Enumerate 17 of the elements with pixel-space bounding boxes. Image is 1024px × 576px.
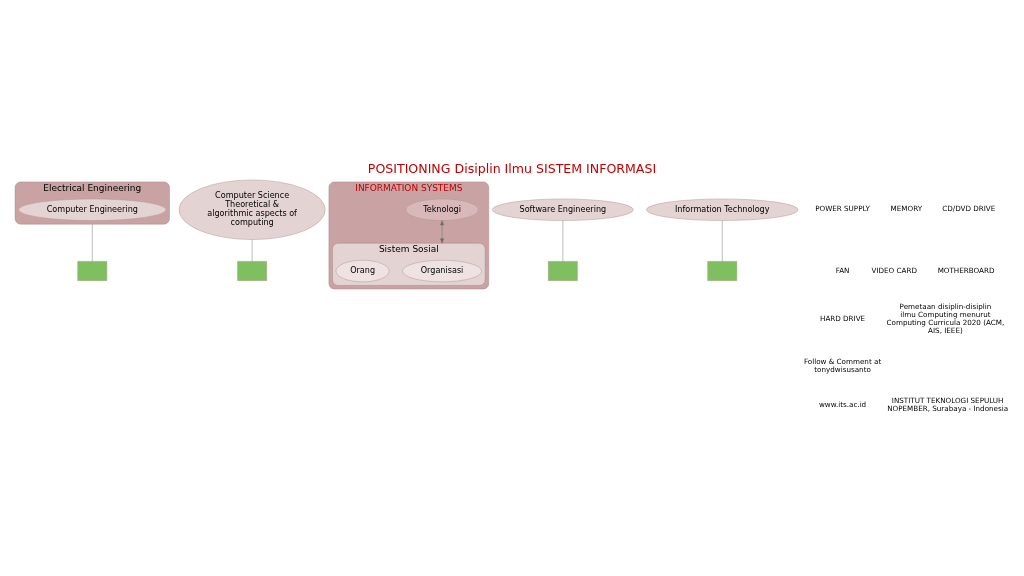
node-box — [237, 261, 267, 281]
node-box — [548, 261, 578, 281]
node-ellipse: Information Technology — [646, 198, 799, 221]
node-box — [707, 261, 738, 281]
connector — [562, 220, 564, 262]
arrow — [440, 220, 444, 244]
node-ellipse: Teknologi — [405, 198, 479, 221]
node-box — [77, 261, 108, 281]
connector — [251, 239, 253, 262]
node-ellipse: Software Engineering — [492, 198, 634, 221]
diagram-title: POSITIONING Disiplin Ilmu SISTEM INFORMASI — [367, 160, 657, 176]
connector — [722, 220, 723, 262]
node-ellipse: Computer Science Theoretical & algorithmic aspects of computing — [178, 179, 326, 240]
connector — [92, 223, 93, 262]
node-ellipse: Organisasi — [402, 260, 482, 283]
node-ellipse: Computer Engineering — [18, 198, 167, 221]
node-ellipse: Orang — [335, 260, 390, 283]
